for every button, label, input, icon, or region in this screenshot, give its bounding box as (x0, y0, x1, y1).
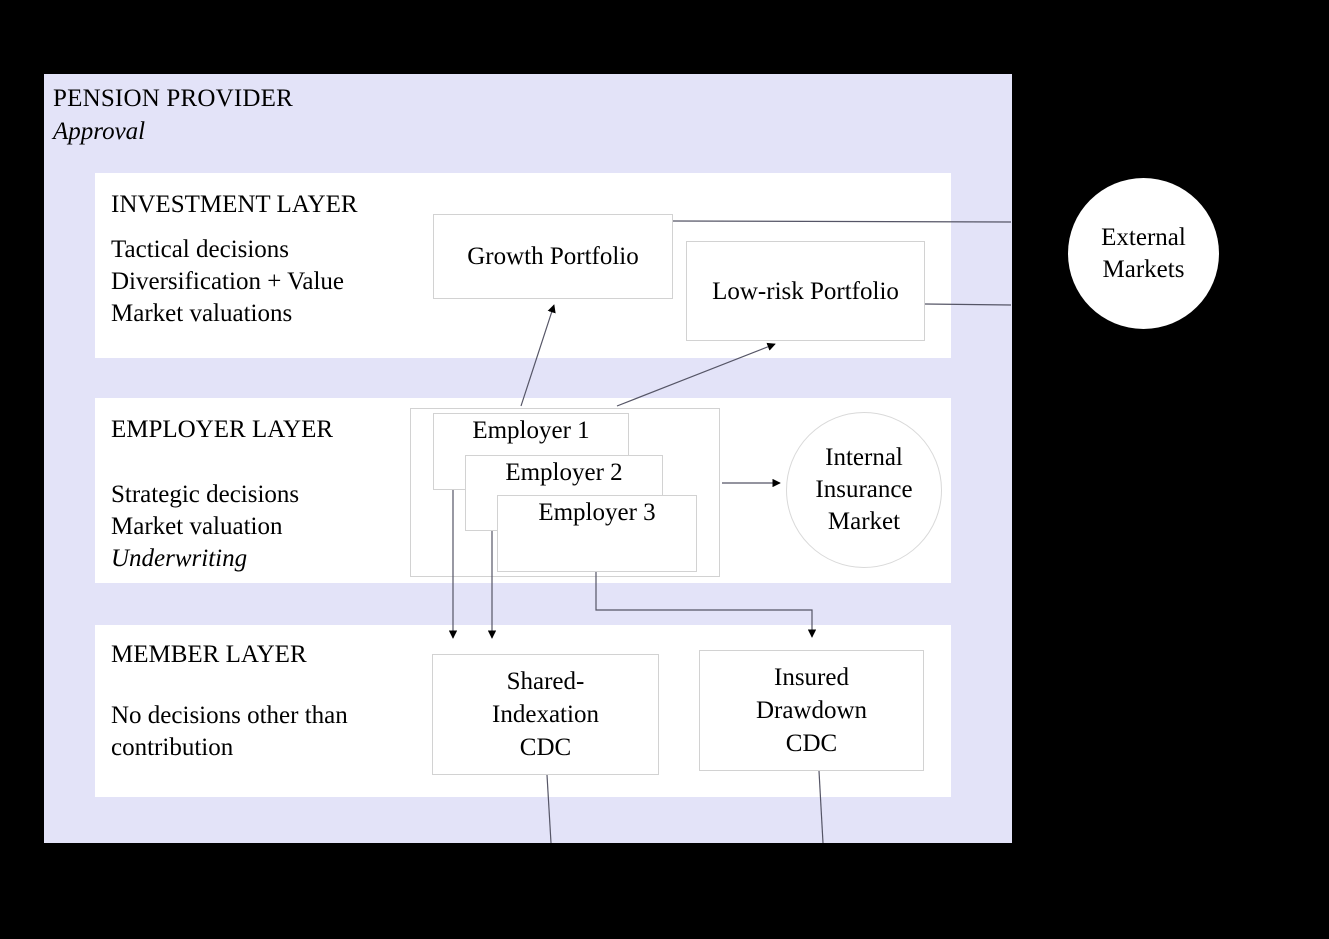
member-layer-description: No decisions other than contribution (111, 700, 348, 764)
external-markets-line-1: External (1101, 223, 1186, 251)
investment-layer-title: INVESTMENT LAYER (111, 191, 358, 218)
pension-provider-subtitle: Approval (53, 118, 146, 145)
external-markets-line-2: Markets (1102, 255, 1185, 283)
investment-layer-description: Tactical decisions Diversification + Val… (111, 234, 344, 330)
shared-indexation-cdc-line-3: CDC (519, 734, 572, 761)
investment-desc-line-1: Tactical decisions (111, 236, 290, 263)
internal-insurance-market-line-2: Insurance (815, 476, 913, 503)
member-layer-title: MEMBER LAYER (111, 641, 307, 668)
insured-drawdown-cdc-line-2: Drawdown (755, 697, 868, 724)
member-desc-line-2: contribution (111, 734, 234, 761)
insured-drawdown-cdc-node[interactable]: Insured Drawdown CDC (699, 650, 924, 771)
employer-3-node[interactable]: Employer 3 (497, 495, 697, 572)
external-markets-node[interactable]: External Markets (1068, 178, 1219, 329)
internal-insurance-market-node[interactable]: Internal Insurance Market (786, 412, 942, 568)
employer-desc-line-1: Strategic decisions (111, 481, 300, 508)
member-desc-line-1: No decisions other than (111, 702, 348, 729)
employer-group-container (410, 408, 720, 577)
growth-portfolio-node[interactable]: Growth Portfolio (433, 214, 673, 299)
lowrisk-portfolio-node[interactable]: Low-risk Portfolio (686, 241, 925, 341)
insured-drawdown-cdc-line-3: CDC (785, 730, 838, 757)
shared-indexation-cdc-line-1: Shared- (506, 668, 585, 695)
investment-desc-line-3: Market valuations (111, 300, 293, 327)
investment-desc-line-2: Diversification + Value (111, 268, 345, 295)
employer-desc-line-2: Market valuation (111, 513, 283, 540)
employer-layer-title: EMPLOYER LAYER (111, 416, 334, 443)
shared-indexation-cdc-line-2: Indexation (492, 701, 599, 728)
insured-drawdown-cdc-line-1: Insured (774, 664, 849, 691)
employer-layer-description: Strategic decisions Market valuation Und… (111, 479, 299, 575)
internal-insurance-market-line-1: Internal (825, 444, 903, 471)
shared-indexation-cdc-node[interactable]: Shared- Indexation CDC (432, 654, 659, 775)
employer-desc-line-3: Underwriting (111, 545, 248, 572)
internal-insurance-market-line-3: Market (827, 508, 901, 535)
pension-provider-title: PENSION PROVIDER (53, 85, 294, 112)
